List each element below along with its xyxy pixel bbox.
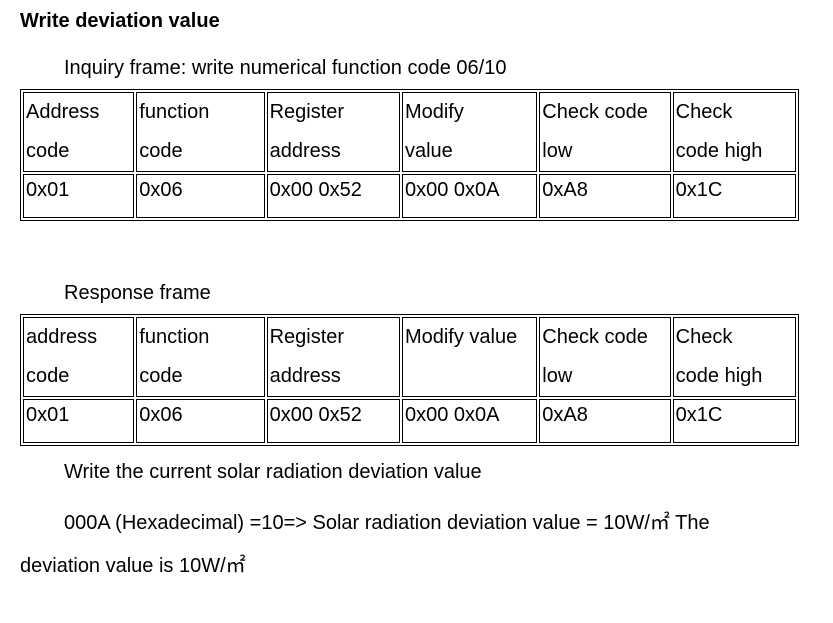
write-current-note: Write the current solar radiation deviat…: [64, 461, 482, 483]
response-frame-caption: Response frame: [64, 282, 211, 304]
header-address-code: Address code: [23, 92, 135, 172]
value-check-code-high: 0x1C: [672, 399, 796, 443]
response-value-row: 0x01 0x06 0x00 0x52 0x00 0x0A 0xA8 0x1C: [23, 399, 796, 443]
inquiry-frame-caption: Inquiry frame: write numerical function …: [64, 57, 507, 79]
value-address-code: 0x01: [23, 399, 135, 443]
section-heading: Write deviation value: [20, 10, 220, 32]
value-address-code: 0x01: [23, 174, 135, 218]
deviation-result-text: deviation value is 10W/㎡: [20, 555, 246, 577]
response-frame-table: address code function code Register addr…: [20, 314, 799, 446]
header-check-code-low: Check code low: [539, 317, 671, 397]
header-register-address: Register address: [266, 317, 400, 397]
value-register-address: 0x00 0x52: [266, 174, 400, 218]
value-function-code: 0x06: [136, 399, 265, 443]
value-check-code-high: 0x1C: [672, 174, 796, 218]
header-check-code-high: Check code high: [672, 92, 796, 172]
header-function-code: function code: [136, 317, 265, 397]
header-check-code-high: Check code high: [672, 317, 796, 397]
value-modify-value: 0x00 0x0A: [401, 399, 538, 443]
header-check-code-low: Check code low: [539, 92, 671, 172]
response-header-row: address code function code Register addr…: [23, 317, 796, 397]
header-modify-value: Modify value: [401, 92, 538, 172]
value-register-address: 0x00 0x52: [266, 399, 400, 443]
value-modify-value: 0x00 0x0A: [401, 174, 538, 218]
value-check-code-low: 0xA8: [539, 399, 671, 443]
header-register-address: Register address: [266, 92, 400, 172]
header-modify-value: Modify value: [401, 317, 538, 397]
value-function-code: 0x06: [136, 174, 265, 218]
value-check-code-low: 0xA8: [539, 174, 671, 218]
deviation-calculation-text: 000A (Hexadecimal) =10=> Solar radiation…: [64, 512, 710, 534]
header-function-code: function code: [136, 92, 265, 172]
header-address-code: address code: [23, 317, 135, 397]
inquiry-header-row: Address code function code Register addr…: [23, 92, 796, 172]
inquiry-value-row: 0x01 0x06 0x00 0x52 0x00 0x0A 0xA8 0x1C: [23, 174, 796, 218]
inquiry-frame-table: Address code function code Register addr…: [20, 89, 799, 221]
